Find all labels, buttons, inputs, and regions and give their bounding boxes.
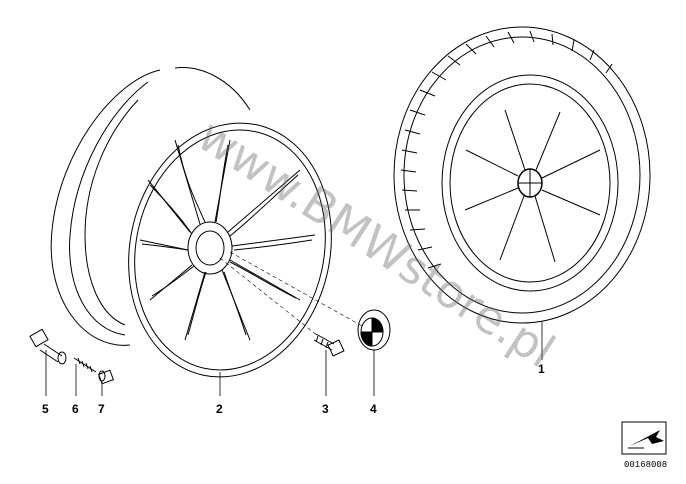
- callout-3: 3: [322, 402, 329, 416]
- drawing-number: 00168008: [624, 460, 668, 470]
- callout-5: 5: [42, 402, 49, 416]
- callout-1: 1: [538, 362, 545, 376]
- assembly-lines: [219, 251, 363, 337]
- callout-4: 4: [370, 402, 377, 416]
- valve-core-drawing: [73, 357, 97, 373]
- callout-2: 2: [216, 402, 223, 416]
- callout-7: 7: [98, 402, 105, 416]
- valve-stem-drawing: [29, 328, 67, 365]
- complete-wheel-drawing: [393, 26, 651, 324]
- wheel-bolt-drawing: [313, 333, 345, 357]
- alloy-rim-drawing: [50, 67, 332, 378]
- valve-cap-drawing: [98, 369, 114, 385]
- drawing-arrow-icon: [621, 421, 667, 455]
- callout-6: 6: [72, 402, 79, 416]
- hub-cap-drawing: [357, 309, 391, 351]
- leader-lines: [45, 322, 543, 396]
